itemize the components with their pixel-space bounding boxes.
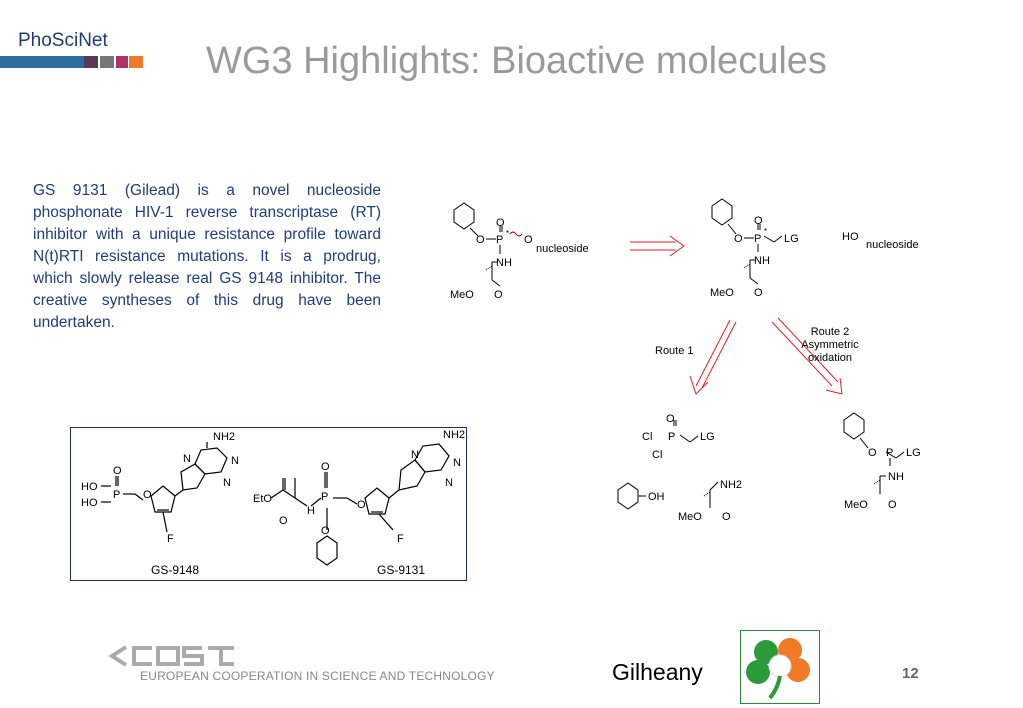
stripe-blue [0,56,84,68]
nucleoside-1: nucleoside [536,243,589,255]
arrow-route1 [689,319,737,395]
lg-1: LG [784,233,799,245]
o-carbonyl-4: O [888,499,897,511]
o-label-5: O [321,525,330,537]
shamrock-logo [740,630,820,704]
o-carbonyl-2: O [754,287,763,299]
meo-2: MeO [710,287,734,299]
route2-label: Route 2 [811,326,850,338]
cleavage-mark [509,231,523,237]
cost-chevron-icon [108,645,128,667]
structures-figure: HO HO P O O F NH2 N N N EtO O H P O O O … [70,427,467,581]
phenyl-ring-1 [453,202,475,230]
o-ether-4: O [868,447,877,459]
stripe-magenta [116,56,128,68]
n-label-3: N [223,477,231,489]
route2-sub2: oxidation [808,352,852,364]
nh2-label-1: NH2 [213,431,235,443]
stripe-orange [129,56,143,68]
nh-label: H [307,505,315,517]
nh-3: NH [888,471,904,483]
p-atom-2: P [754,233,761,245]
route2-sub1: Asymmetric [801,339,859,351]
nh-1: NH [496,257,512,269]
ho-label-1: HO [81,481,98,493]
caption-gs9131: GS-9131 [377,563,425,577]
meo-3: MeO [678,511,702,523]
cl-2: Cl [652,449,662,461]
n-label-5: N [453,457,461,469]
synthesis-scheme: O O P * O nucleoside NH MeO O O O P * LG… [450,198,921,523]
phenol-ring [617,482,639,510]
route1-label: Route 1 [655,345,694,357]
brand-label: PhoSciNet [18,30,108,51]
o-ether-1: O [476,234,485,246]
body-paragraph: GS 9131 (Gilead) is a novel nucleoside p… [33,182,381,331]
meo-1: MeO [450,289,474,301]
o-carbonyl-3: O [722,511,731,523]
o-label-2: O [143,489,152,501]
p-label-2: P [321,491,328,503]
p-label-1: P [113,489,120,501]
phenyl-ring-3 [843,412,865,440]
n-label-6: N [445,477,453,489]
slide-title: WG3 Highlights: Bioactive molecules [206,40,827,82]
nh2-label-2: NH2 [443,429,465,441]
o-ether-2: O [734,233,743,245]
o-ester-1: O [524,234,533,246]
page-number: 12 [902,665,919,682]
structures-drawing: HO HO P O O F NH2 N N N EtO O H P O O O … [81,429,465,577]
caption-gs9148: GS-9148 [151,563,199,577]
lg-2: LG [700,431,715,443]
eto-label: EtO [253,493,272,505]
ho-reagent: HO [842,231,859,243]
o-double-1: O [496,217,505,229]
o-double-2: O [754,215,763,227]
o-carbonyl-1: O [494,289,503,301]
o-label-3: O [279,515,288,527]
f-label-2: F [397,533,404,545]
nucleoside-2: nucleoside [866,239,919,251]
o-label-6: O [357,499,366,511]
p-atom-1: P [496,234,503,246]
cost-logo [108,645,234,667]
author-name: Gilheany [612,659,703,685]
p-atom-4: P [886,447,893,459]
ho-label-2: HO [81,497,98,509]
cl-1: Cl [642,431,652,443]
o-label-4: O [321,461,330,473]
meo-4: MeO [844,499,868,511]
n-label-4: N [411,449,419,461]
stereo-star-1: * [506,229,509,238]
stripe-grey [100,56,114,68]
n-label-1: N [183,453,191,465]
phenyl-ring-2 [711,198,733,226]
stripe-plum [84,56,98,68]
cost-subtitle: EUROPEAN COOPERATION IN SCIENCE AND TECH… [140,669,495,683]
arrow-retro [630,235,685,257]
lg-3: LG [906,447,921,459]
n-label-2: N [231,455,239,467]
o-label-1: O [113,465,122,477]
arrow-route2 [771,317,843,395]
oh-label: OH [648,491,665,503]
p-atom-3: P [668,431,675,443]
f-label-1: F [167,533,174,545]
reaction-arrows [630,235,843,395]
nh-2: NH [754,255,770,267]
o-double-3: O [666,413,675,425]
nh2-label: NH2 [720,479,742,491]
stereo-star-2: * [764,227,767,236]
